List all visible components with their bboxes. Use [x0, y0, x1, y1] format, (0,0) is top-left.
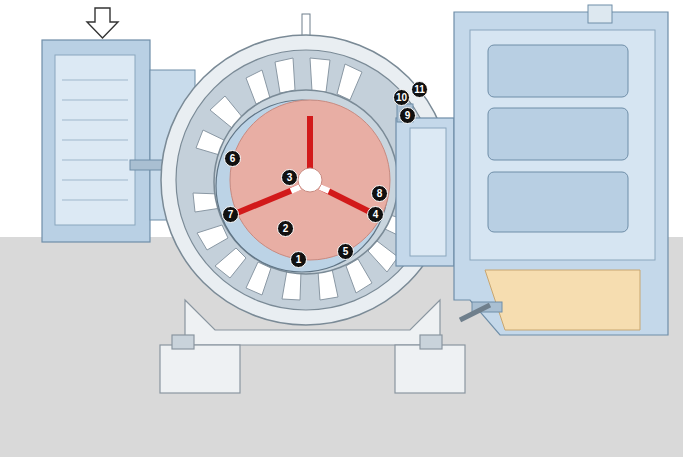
- callout-number: 7: [222, 206, 239, 223]
- oil-separator: [454, 5, 668, 335]
- inlet-arrow: [87, 8, 118, 38]
- callout-number: 8: [371, 185, 388, 202]
- callout-number: 1: [290, 251, 307, 268]
- callout-number: 10: [393, 89, 410, 106]
- callout-number: 2: [277, 220, 294, 237]
- valve-block: [396, 104, 454, 266]
- callout-number: 11: [411, 81, 428, 98]
- callout-number: 4: [367, 206, 384, 223]
- callout-number: 6: [224, 150, 241, 167]
- callout-number: 3: [281, 169, 298, 186]
- rotor: [230, 100, 390, 260]
- callout-number: 5: [337, 243, 354, 260]
- callout-number: 9: [399, 107, 416, 124]
